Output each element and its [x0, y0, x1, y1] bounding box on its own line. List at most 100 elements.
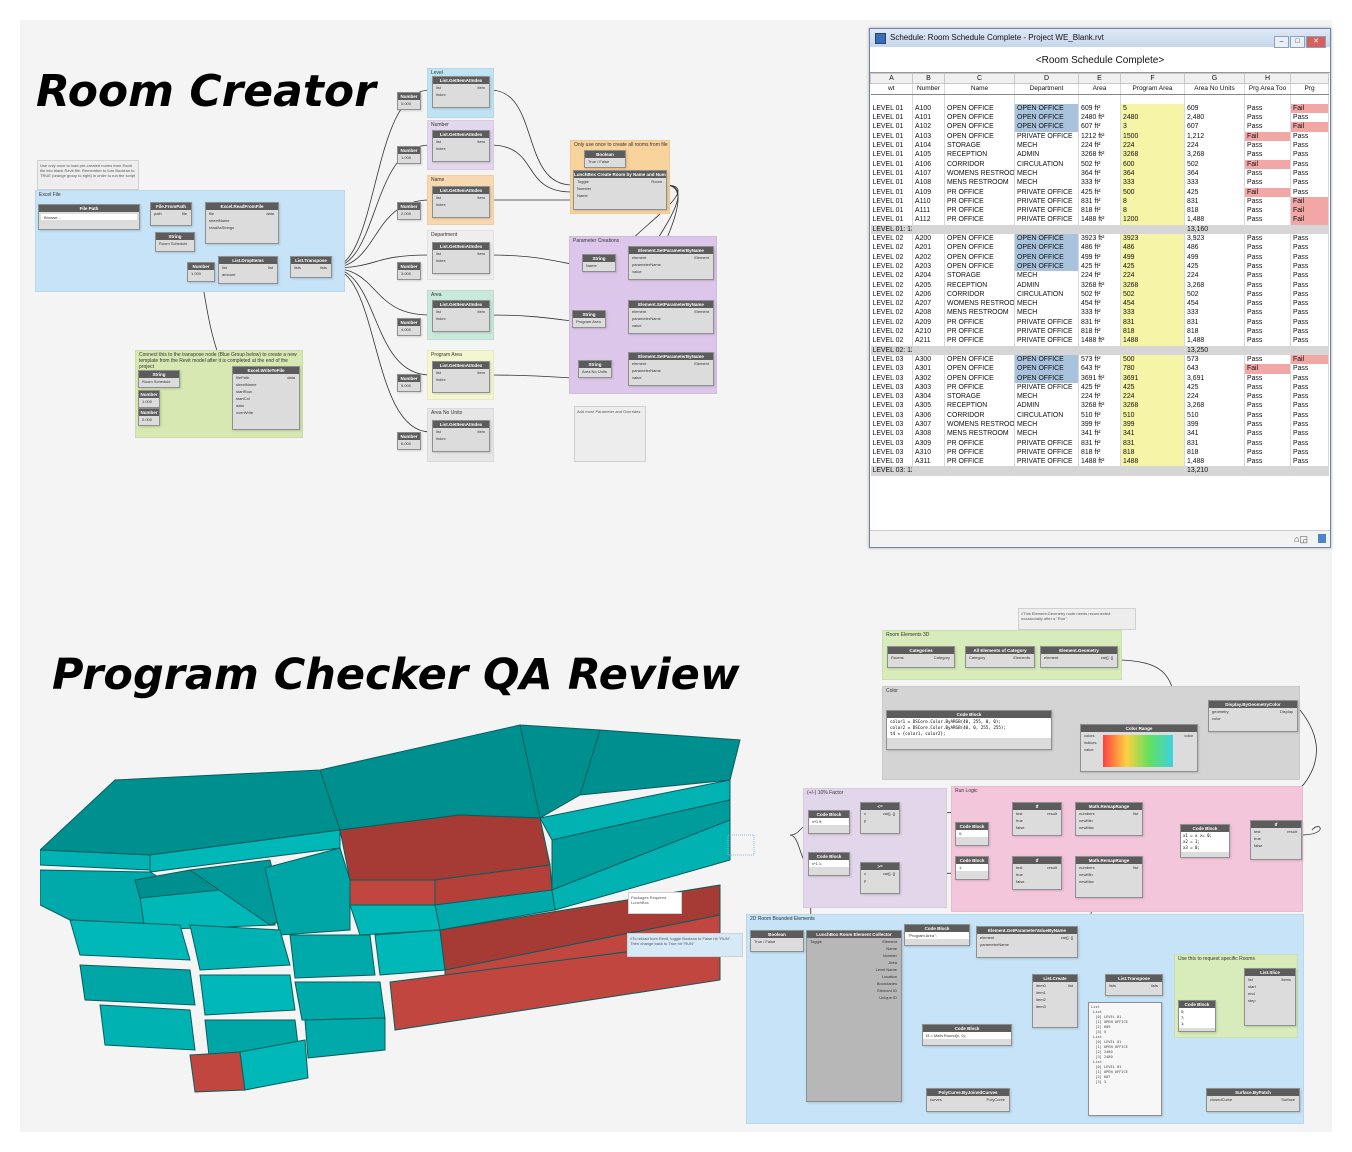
table-cell[interactable]: PR OFFICE [944, 187, 1015, 197]
table-cell[interactable]: PRIVATE OFFICE [1014, 131, 1079, 142]
table-cell[interactable]: OPEN OFFICE [944, 252, 1015, 262]
table-cell[interactable]: 643 [1184, 364, 1245, 374]
table-cell[interactable]: 3,691 [1184, 373, 1245, 383]
table-cell[interactable]: LEVEL 01 [870, 122, 913, 132]
table-cell[interactable]: PRIVATE OFFICE [1014, 196, 1079, 207]
table-cell[interactable]: Pass [1244, 327, 1291, 337]
table-cell[interactable]: Pass [1244, 280, 1291, 290]
table-cell[interactable]: PRIVATE OFFICE [1014, 447, 1079, 458]
table-cell[interactable]: Pass [1244, 113, 1291, 123]
table-cell[interactable]: LEVEL 02 [870, 327, 913, 337]
table-cell[interactable]: 224 ft² [1078, 141, 1121, 151]
table-cell[interactable] [1078, 345, 1121, 355]
table-cell[interactable]: Pass [1244, 150, 1291, 160]
table-cell[interactable]: LEVEL 01 [870, 103, 913, 114]
table-cell[interactable]: Pass [1290, 364, 1329, 374]
table-cell[interactable]: Pass [1244, 336, 1291, 346]
table-cell[interactable]: 341 [1184, 429, 1245, 439]
table-cell[interactable]: MECH [1014, 141, 1079, 151]
table-cell[interactable] [944, 345, 1015, 355]
table-cell[interactable]: A112 [912, 215, 945, 225]
table-cell[interactable]: Pass [1244, 206, 1291, 216]
table-cell[interactable]: LEVEL 02: 12 [870, 345, 913, 355]
maximize-button[interactable]: □ [1290, 36, 1305, 48]
table-cell[interactable]: 341 ft² [1078, 429, 1121, 439]
table-cell[interactable]: LEVEL 02 [870, 271, 913, 281]
table-cell[interactable]: 3268 [1120, 280, 1185, 290]
table-cell[interactable]: LEVEL 01 [870, 196, 913, 207]
table-cell[interactable]: Pass [1290, 243, 1329, 253]
table-cell[interactable]: PRIVATE OFFICE [1014, 382, 1079, 393]
table-cell[interactable]: PRIVATE OFFICE [1014, 457, 1079, 467]
table-cell[interactable]: 364 ft² [1078, 168, 1121, 179]
table-cell[interactable]: LEVEL 02 [870, 234, 913, 244]
table-cell[interactable]: 502 ft² [1078, 159, 1121, 169]
table-cell[interactable]: LEVEL 02 [870, 280, 913, 290]
table-cell[interactable]: 502 ft² [1078, 289, 1121, 300]
table-cell[interactable]: 573 [1184, 354, 1245, 365]
table-cell[interactable]: 1488 ft² [1078, 215, 1121, 225]
table-cell[interactable]: Pass [1244, 141, 1291, 151]
table-cell[interactable]: OPEN OFFICE [1014, 252, 1079, 262]
table-cell[interactable]: Pass [1290, 419, 1329, 430]
table-cell[interactable]: 818 [1120, 327, 1185, 337]
table-cell[interactable]: Pass [1290, 150, 1329, 160]
schedule-titlebar[interactable]: Schedule: Room Schedule Complete - Proje… [870, 29, 1330, 48]
table-cell[interactable]: Pass [1290, 271, 1329, 281]
table-cell[interactable]: LEVEL 02 [870, 252, 913, 262]
node-number-drop[interactable]: Number 1.000 [187, 262, 215, 282]
table-cell[interactable]: ADMIN [1014, 401, 1079, 411]
table-cell[interactable]: PRIVATE OFFICE [1014, 206, 1079, 216]
table-cell[interactable]: 425 [1184, 261, 1245, 272]
table-cell[interactable]: OPEN OFFICE [944, 243, 1015, 253]
table-cell[interactable]: A110 [912, 196, 945, 207]
node-file-path[interactable]: File Path Browse... [38, 204, 140, 230]
table-cell[interactable]: Pass [1290, 252, 1329, 262]
table-cell[interactable] [1078, 224, 1121, 235]
table-cell[interactable]: Pass [1290, 336, 1329, 346]
table-cell[interactable]: 425 [1184, 382, 1245, 393]
table-cell[interactable]: PR OFFICE [944, 457, 1015, 467]
table-cell[interactable]: 2480 [1120, 113, 1185, 123]
table-cell[interactable]: 399 ft² [1078, 419, 1121, 430]
table-cell[interactable]: 8 [1120, 206, 1185, 216]
table-cell[interactable]: LEVEL 02 [870, 336, 913, 346]
column-header[interactable]: Name [944, 83, 1015, 95]
table-cell[interactable]: 3268 ft² [1078, 150, 1121, 160]
table-cell[interactable] [1244, 466, 1291, 476]
column-letter[interactable] [1290, 72, 1329, 85]
node-boolean-run[interactable]: Boolean True / False [584, 150, 626, 168]
table-cell[interactable]: 510 [1184, 410, 1245, 420]
table-cell[interactable]: Fail [1290, 215, 1329, 225]
table-cell[interactable]: A101 [912, 113, 945, 123]
table-cell[interactable]: OPEN OFFICE [944, 234, 1015, 244]
table-cell[interactable]: 831 [1120, 317, 1185, 328]
table-cell[interactable]: 3923 ft² [1078, 234, 1121, 244]
table-cell[interactable]: PRIVATE OFFICE [1014, 327, 1079, 337]
table-cell[interactable]: A104 [912, 141, 945, 151]
table-cell[interactable]: Pass [1290, 317, 1329, 328]
table-cell[interactable]: A306 [912, 410, 945, 420]
column-header[interactable]: Number [912, 83, 945, 95]
table-cell[interactable]: OPEN OFFICE [944, 122, 1015, 132]
table-cell[interactable] [944, 224, 1015, 235]
table-cell[interactable]: 818 [1184, 447, 1245, 458]
table-cell[interactable]: 3,268 [1184, 150, 1245, 160]
table-cell[interactable]: 818 ft² [1078, 327, 1121, 337]
table-cell[interactable]: CORRIDOR [944, 410, 1015, 420]
table-cell[interactable]: A203 [912, 261, 945, 272]
table-cell[interactable]: 1488 [1120, 336, 1185, 346]
table-cell[interactable]: 224 [1120, 271, 1185, 281]
table-cell[interactable]: MECH [1014, 299, 1079, 309]
table-cell[interactable]: Pass [1290, 141, 1329, 151]
table-cell[interactable]: LEVEL 03 [870, 457, 913, 467]
